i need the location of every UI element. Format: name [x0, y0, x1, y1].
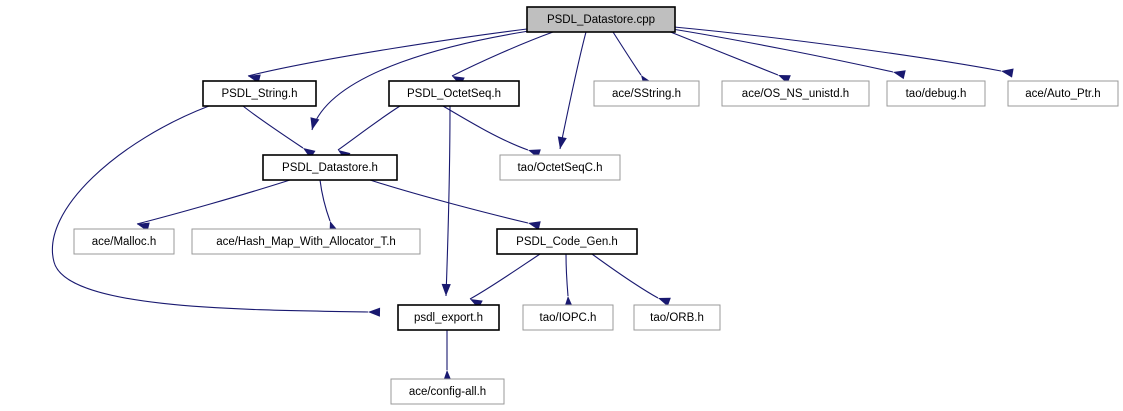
graph-node-tao_debug_h[interactable]: tao/debug.h	[886, 80, 986, 107]
node-box[interactable]	[202, 80, 317, 107]
node-box[interactable]	[526, 6, 676, 33]
edge-line	[451, 31, 554, 77]
graph-node-psdl_export_h[interactable]: psdl_export.h	[397, 304, 500, 331]
graph-edge	[557, 31, 587, 150]
edge-line	[247, 28, 528, 77]
node-box[interactable]	[633, 304, 721, 331]
edge-arrowhead	[528, 221, 541, 231]
edge-arrowhead	[658, 297, 671, 307]
node-label: ace/Auto_Ptr.h	[1025, 88, 1100, 100]
graph-node-ace_sstring_h[interactable]: ace/SString.h	[593, 80, 700, 107]
node-box[interactable]	[390, 378, 505, 405]
graph-node-ace_auto_ptr_h[interactable]: ace/Auto_Ptr.h	[1007, 80, 1119, 107]
node-box[interactable]	[499, 154, 621, 181]
edge-line	[51, 105, 369, 313]
graph-edge	[612, 31, 652, 88]
edge-arrowhead	[368, 307, 381, 317]
graph-node-ace_os_ns_unistd_h[interactable]: ace/OS_NS_unistd.h	[721, 80, 870, 107]
edge-line	[667, 30, 779, 76]
node-label: ace/OS_NS_unistd.h	[742, 88, 849, 100]
graph-node-tao_iopc_h[interactable]: tao/IOPC.h	[522, 304, 614, 331]
graph-edge	[469, 253, 541, 309]
graph-edge	[451, 31, 554, 86]
node-label: ace/Malloc.h	[92, 236, 157, 248]
graph-edge	[337, 105, 401, 161]
graph-edge	[442, 105, 541, 159]
node-box[interactable]	[721, 80, 870, 107]
graph-edge	[564, 253, 574, 309]
edge-line	[242, 105, 304, 149]
node-label: PSDL_OctetSeq.h	[407, 88, 501, 100]
graph-edge	[310, 30, 530, 131]
graph-edge	[441, 105, 451, 297]
edge-arrowhead	[310, 117, 320, 130]
graph-node-psdl_string_h[interactable]: PSDL_String.h	[202, 80, 317, 107]
graph-edge	[51, 105, 381, 317]
graph-edge	[442, 330, 453, 383]
edge-arrowhead	[1001, 68, 1014, 78]
edge-line	[369, 179, 529, 224]
node-label: tao/ORB.h	[650, 312, 704, 324]
graph-node-ace_config_all_h[interactable]: ace/config-all.h	[390, 378, 505, 405]
node-label: ace/config-all.h	[409, 386, 486, 398]
node-box[interactable]	[522, 304, 614, 331]
node-label: PSDL_String.h	[221, 88, 297, 100]
edge-arrowhead	[441, 283, 451, 296]
graph-edge	[591, 253, 671, 307]
node-label: tao/IOPC.h	[540, 312, 597, 324]
edge-line	[559, 31, 587, 150]
node-box[interactable]	[397, 304, 500, 331]
node-label: tao/OctetSeqC.h	[517, 162, 602, 174]
node-box[interactable]	[388, 80, 520, 107]
edge-arrowhead	[303, 148, 316, 159]
node-label: PSDL_Code_Gen.h	[516, 236, 618, 248]
edge-arrowhead	[893, 70, 906, 80]
edge-line	[591, 253, 659, 299]
edge-line	[337, 105, 401, 151]
edge-line	[442, 105, 529, 151]
node-box[interactable]	[593, 80, 700, 107]
node-label: PSDL_Datastore.cpp	[547, 14, 655, 26]
edge-line	[445, 105, 451, 297]
edge-line	[673, 26, 1002, 72]
node-box[interactable]	[262, 154, 398, 181]
edge-line	[612, 31, 642, 76]
graph-edge	[242, 105, 316, 159]
edge-line	[311, 30, 530, 131]
edge-line	[136, 179, 291, 225]
node-label: PSDL_Datastore.h	[282, 162, 378, 174]
graph-node-psdl_code_gen_h[interactable]: PSDL_Code_Gen.h	[496, 228, 638, 255]
node-box[interactable]	[886, 80, 986, 107]
node-label: ace/SString.h	[612, 88, 681, 100]
graph-edge	[136, 179, 291, 232]
node-label: ace/Hash_Map_With_Allocator_T.h	[216, 236, 396, 248]
graph-node-ace_malloc_h[interactable]: ace/Malloc.h	[73, 228, 175, 255]
graph-node-psdl_datastore_h[interactable]: PSDL_Datastore.h	[262, 154, 398, 181]
graph-node-tao_orb_h[interactable]: tao/ORB.h	[633, 304, 721, 331]
edge-arrowhead	[557, 136, 567, 149]
edge-line	[671, 28, 894, 73]
edge-line	[319, 179, 331, 222]
graph-node-tao_octetseqc_h[interactable]: tao/OctetSeqC.h	[499, 154, 621, 181]
node-box[interactable]	[191, 228, 421, 255]
graph-edge	[319, 179, 339, 234]
graph-edge	[673, 26, 1014, 78]
graph-edge	[369, 179, 541, 231]
graph-node-ace_hash_map_h[interactable]: ace/Hash_Map_With_Allocator_T.h	[191, 228, 421, 255]
graph-edge	[671, 28, 906, 80]
node-box[interactable]	[496, 228, 638, 255]
graph-edge	[247, 28, 528, 84]
edge-line	[565, 253, 569, 297]
graph-node-psdl_octetseq_h[interactable]: PSDL_OctetSeq.h	[388, 80, 520, 107]
node-label: psdl_export.h	[414, 312, 483, 324]
edge-line	[469, 253, 541, 300]
node-box[interactable]	[73, 228, 175, 255]
graph-node-psdl_datastore_cpp[interactable]: PSDL_Datastore.cpp	[526, 6, 676, 33]
node-box[interactable]	[1007, 80, 1119, 107]
node-label: tao/debug.h	[906, 88, 967, 100]
